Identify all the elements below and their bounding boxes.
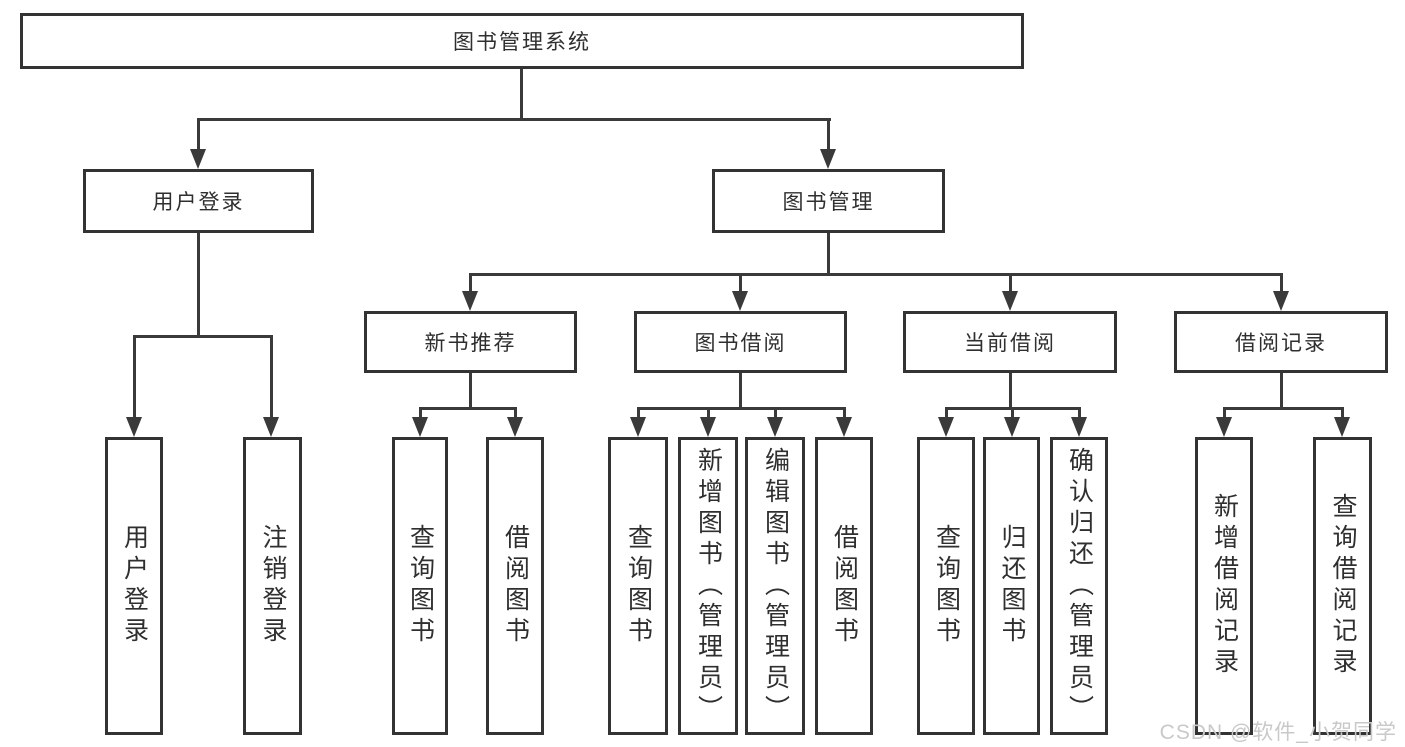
connector [197,118,200,151]
leaf-return-books-label: 归还图书 [998,524,1026,648]
leaf-recommend-borrow-books: 借阅图书 [486,437,544,735]
leaf-return-books: 归还图书 [983,437,1040,735]
leaf-edit-books-admin-label: 编辑图书（管理员） [761,446,790,726]
connector [1223,407,1344,410]
leaf-recommend-borrow-books-label: 借阅图书 [501,524,530,648]
arrowhead [1002,291,1018,311]
connector [827,233,830,273]
connector [739,273,742,293]
arrowhead [767,417,783,437]
arrowhead [507,417,523,437]
leaf-query-borrow-record-label: 查询借阅记录 [1329,493,1357,679]
leaf-borrowing-borrow-books-label: 借阅图书 [830,524,859,648]
leaf-add-borrow-record: 新增借阅记录 [1195,437,1253,735]
connector [520,69,523,120]
connector [637,407,640,419]
leaf-borrowing-query-books-label: 查询图书 [624,524,653,648]
arrowhead [820,149,836,169]
node-user-login: 用户登录 [83,169,314,233]
node-book-management-label: 图书管理 [782,191,875,214]
arrowhead [938,417,954,437]
leaf-recommend-query-books-label: 查询图书 [406,524,435,648]
leaf-confirm-return-admin: 确认归还（管理员） [1050,437,1108,735]
connector [1009,373,1012,407]
node-book-borrowing-label: 图书借阅 [694,332,787,355]
arrowhead [700,417,716,437]
connector [637,407,846,410]
connector [469,373,472,407]
leaf-add-books-admin: 新增图书（管理员） [678,437,738,735]
arrowhead [1334,417,1350,437]
leaf-logout: 注销登录 [243,437,302,735]
arrowhead [1216,417,1232,437]
connector [469,273,472,293]
leaf-add-borrow-record-label: 新增借阅记录 [1210,493,1239,679]
connector [270,335,273,419]
leaf-add-books-admin-label: 新增图书（管理员） [694,446,723,726]
leaf-recommend-query-books: 查询图书 [392,437,448,735]
connector [843,407,846,419]
arrowhead [1071,417,1087,437]
node-book-borrowing: 图书借阅 [634,311,847,373]
node-library-system-label: 图书管理系统 [453,31,591,54]
arrowhead [190,149,206,169]
arrowhead [732,291,748,311]
node-current-borrowing: 当前借阅 [903,311,1117,373]
leaf-current-query-books: 查询图书 [917,437,975,735]
node-new-book-recommend: 新书推荐 [364,311,577,373]
connector [1009,273,1012,293]
connector [1011,407,1014,419]
connector [1223,407,1226,419]
arrowhead [1004,417,1020,437]
node-book-management: 图书管理 [712,169,945,233]
node-library-system: 图书管理系统 [20,13,1024,69]
connector [945,407,948,419]
connector [774,407,777,419]
node-new-book-recommend-label: 新书推荐 [424,332,517,355]
connector [419,407,517,410]
arrowhead [1273,291,1289,311]
arrowhead [412,417,428,437]
connector [197,118,831,121]
connector [739,373,742,407]
connector [469,273,1283,276]
arrowhead [836,417,852,437]
node-borrowing-records-label: 借阅记录 [1235,332,1327,355]
leaf-confirm-return-admin-label: 确认归还（管理员） [1065,446,1094,726]
leaf-borrowing-borrow-books: 借阅图书 [815,437,873,735]
leaf-user-login: 用户登录 [105,437,163,735]
connector [133,335,273,338]
node-current-borrowing-label: 当前借阅 [964,332,1056,355]
watermark: CSDN @软件_小贺同学 [1159,721,1397,744]
connector [1341,407,1344,419]
leaf-query-borrow-record: 查询借阅记录 [1313,437,1372,735]
leaf-user-login-label: 用户登录 [120,524,149,648]
leaf-borrowing-query-books: 查询图书 [608,437,668,735]
leaf-current-query-books-label: 查询图书 [932,524,961,648]
connector [514,407,517,419]
arrowhead [462,291,478,311]
connector [707,407,710,419]
connector [419,407,422,419]
leaf-logout-label: 注销登录 [259,524,287,648]
node-borrowing-records: 借阅记录 [1174,311,1388,373]
connector [197,233,200,335]
connector [827,118,830,151]
arrowhead [126,417,142,437]
node-user-login-label: 用户登录 [152,191,245,214]
connector [1280,273,1283,293]
arrowhead [630,417,646,437]
arrowhead [263,417,279,437]
connector [133,335,136,419]
leaf-edit-books-admin: 编辑图书（管理员） [745,437,805,735]
connector [1078,407,1081,419]
connector [1280,373,1283,407]
